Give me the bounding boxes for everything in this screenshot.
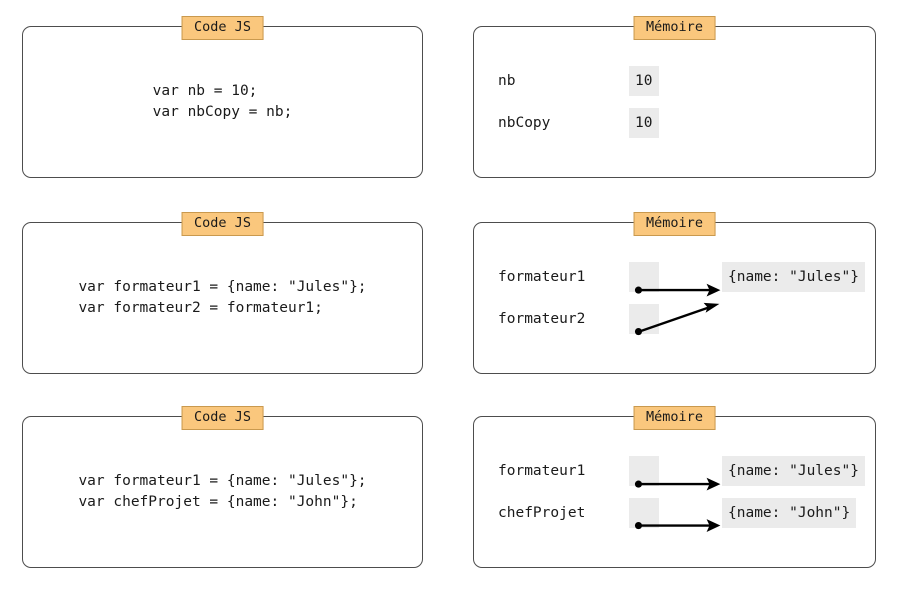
code-body-row2: var formateur1 = {name: "Jules"}; var fo…	[23, 277, 422, 319]
code-text-row2: var formateur1 = {name: "Jules"}; var fo…	[78, 279, 367, 316]
variable-name: formateur2	[498, 311, 586, 327]
memory-entry-row: nb 10	[474, 60, 875, 102]
memory-card-row1: Mémoire nb 10 nbCopy 10	[473, 16, 876, 178]
object-value-box: {name: "John"}	[722, 498, 857, 528]
memory-body-row3: formateur1 {name: "Jules"} chefProjet {n…	[474, 450, 875, 534]
code-card-row1: Code JS var nb = 10; var nbCopy = nb;	[22, 16, 423, 178]
code-badge-row1: Code JS	[181, 16, 264, 40]
code-text-row3: var formateur1 = {name: "Jules"}; var ch…	[78, 473, 367, 510]
memory-badge-row2: Mémoire	[633, 212, 716, 236]
scalar-value-box: 10	[629, 108, 659, 138]
code-body-row1: var nb = 10; var nbCopy = nb;	[23, 81, 422, 123]
variable-name: nbCopy	[498, 115, 551, 131]
code-card-row3: Code JS var formateur1 = {name: "Jules"}…	[22, 406, 423, 568]
variable-name: chefProjet	[498, 505, 586, 521]
variable-name: nb	[498, 73, 516, 89]
code-badge-row2: Code JS	[181, 212, 264, 236]
memory-body-row2: formateur1 {name: "Jules"} formateur2	[474, 256, 875, 340]
object-value-box: {name: "Jules"}	[722, 262, 865, 292]
variable-name: formateur1	[498, 269, 586, 285]
memory-entry-row: chefProjet {name: "John"}	[474, 492, 875, 534]
memory-badge-row1: Mémoire	[633, 16, 716, 40]
memory-badge-row3: Mémoire	[633, 406, 716, 430]
code-card-row2: Code JS var formateur1 = {name: "Jules"}…	[22, 212, 423, 374]
code-badge-row3: Code JS	[181, 406, 264, 430]
code-body-row3: var formateur1 = {name: "Jules"}; var ch…	[23, 471, 422, 513]
memory-entry-row: formateur1 {name: "Jules"}	[474, 450, 875, 492]
scalar-value-box: 10	[629, 66, 659, 96]
pointer-slot-box	[629, 498, 659, 528]
object-value-box: {name: "Jules"}	[722, 456, 865, 486]
memory-card-row3: Mémoire formateur1 {name: "Jules"} chefP…	[473, 406, 876, 568]
pointer-slot-box	[629, 304, 659, 334]
pointer-slot-box	[629, 456, 659, 486]
memory-entry-row: formateur1 {name: "Jules"}	[474, 256, 875, 298]
memory-body-row1: nb 10 nbCopy 10	[474, 60, 875, 144]
variable-name: formateur1	[498, 463, 586, 479]
memory-entry-row: nbCopy 10	[474, 102, 875, 144]
code-text-row1: var nb = 10; var nbCopy = nb;	[152, 83, 293, 120]
memory-entry-row: formateur2	[474, 298, 875, 340]
pointer-slot-box	[629, 262, 659, 292]
memory-card-row2: Mémoire formateur1 {name: "Jules"} forma…	[473, 212, 876, 374]
